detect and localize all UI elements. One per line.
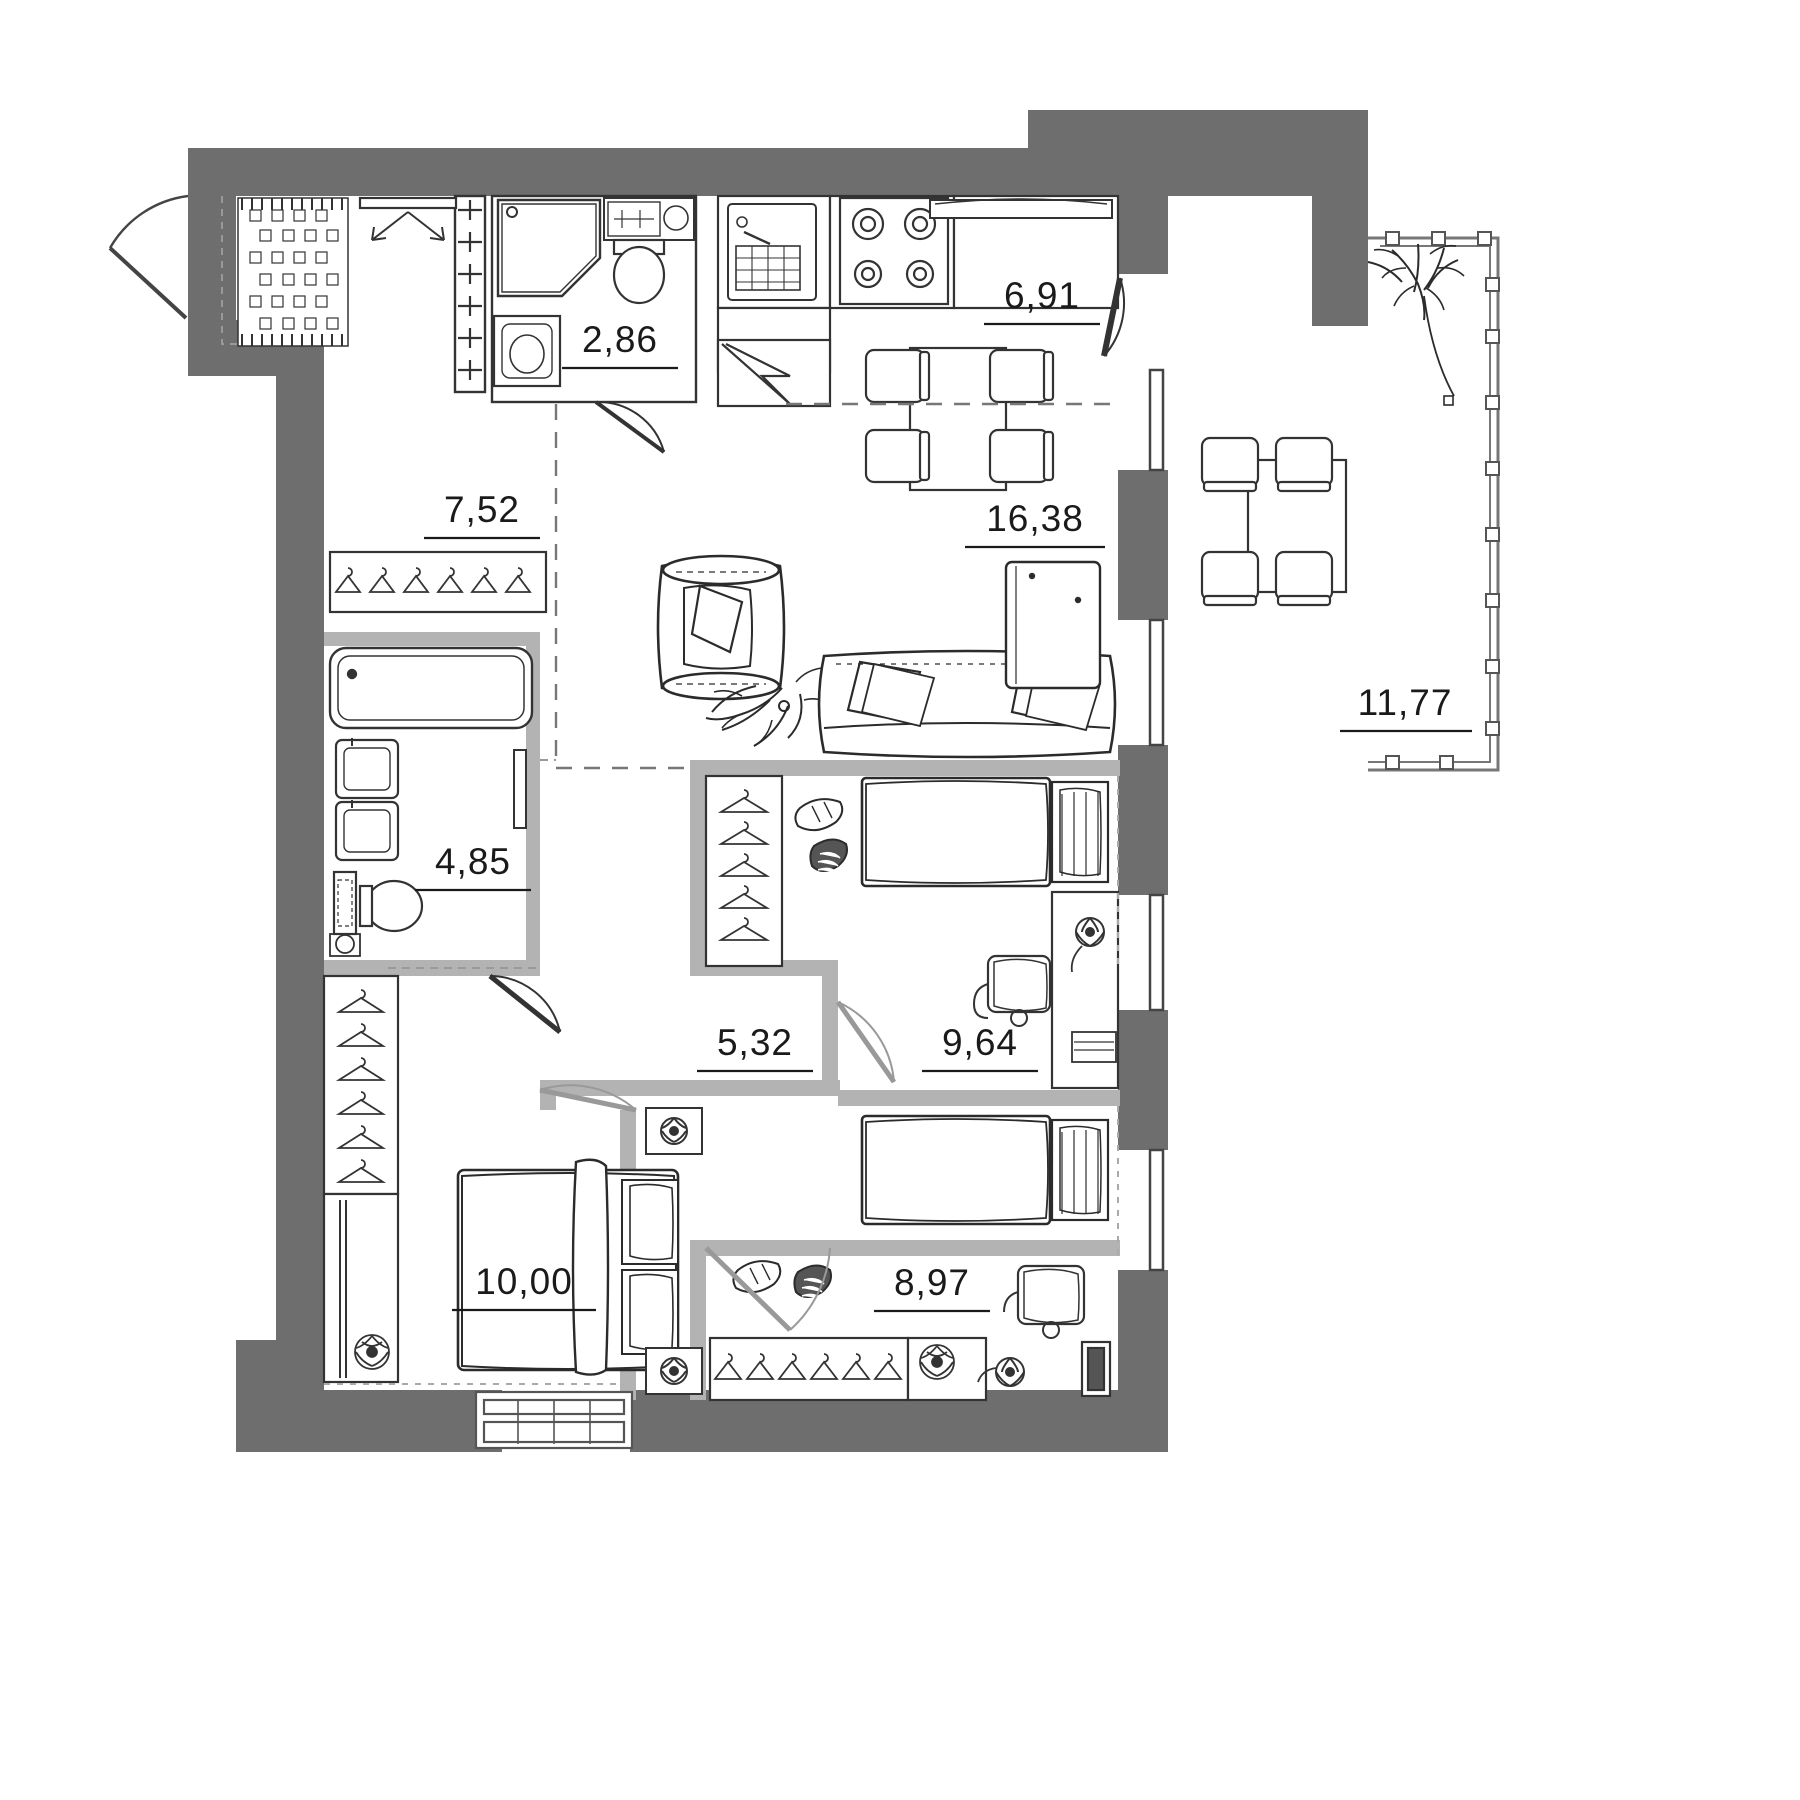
window-bedroom1 — [1148, 893, 1165, 1012]
area-label-bedroom1: 9,64 — [922, 1022, 1038, 1073]
area-value-living: 16,38 — [986, 498, 1084, 539]
entrance-door[interactable] — [108, 194, 189, 320]
range-hood — [929, 198, 1113, 219]
kitchen-sink — [727, 203, 817, 301]
terrace-chair — [1274, 436, 1334, 493]
bedroom1-closet — [704, 774, 784, 968]
terrace-door[interactable] — [1101, 277, 1125, 357]
master-wardrobe — [322, 974, 400, 1384]
dining-chairs — [864, 348, 1055, 484]
windows-right — [1148, 368, 1165, 1272]
bathroom-door[interactable] — [488, 974, 562, 1034]
wc-room — [453, 194, 698, 404]
area-label-masterbed: 10,00 — [452, 1261, 596, 1312]
area-value-masterbed: 10,00 — [475, 1261, 573, 1302]
slippers-bedroom1 — [794, 798, 848, 873]
area-value-bedroom2: 8,97 — [894, 1262, 970, 1303]
wardrobe-plant — [354, 1334, 390, 1370]
washing-machine — [492, 314, 562, 388]
window-bedroom1-upper — [1148, 618, 1165, 747]
entrance-rug — [237, 197, 349, 347]
toilet-bathroom — [329, 870, 424, 957]
area-labels: 2,86 7,52 6,91 16,38 11,77 4,85 5,32 — [415, 275, 1472, 1313]
double-sink — [334, 738, 400, 862]
zone-divider — [554, 402, 1118, 770]
area-label-terrace: 11,77 — [1340, 682, 1472, 733]
shower-cabin — [496, 198, 602, 298]
area-label-kitchen: 6,91 — [984, 275, 1100, 326]
masterbed-door[interactable] — [539, 1084, 637, 1113]
bathroom-threshold — [388, 759, 556, 969]
refrigerator — [716, 306, 832, 408]
tv-cabinet — [1004, 560, 1102, 690]
area-value-wc: 2,86 — [582, 319, 658, 360]
wall-mirror — [358, 196, 458, 241]
area-value-terrace: 11,77 — [1358, 682, 1453, 723]
area-label-hall: 7,52 — [424, 489, 540, 540]
terrace-chair — [1200, 436, 1260, 493]
area-value-bedroom1: 9,64 — [942, 1022, 1018, 1063]
area-label-bathroom: 4,85 — [415, 841, 531, 892]
bedroom2-plant — [919, 1344, 955, 1380]
area-value-bathroom: 4,85 — [435, 841, 511, 882]
wc-wall-hatch — [458, 200, 482, 380]
bedroom2-door[interactable] — [704, 1246, 831, 1332]
desk-bedroom1 — [1050, 890, 1120, 1090]
floor-lamp-bedroom1 — [1070, 917, 1105, 973]
dining-chair — [988, 348, 1055, 404]
bedroom1-door[interactable] — [835, 1000, 897, 1084]
area-value-kitchen: 6,91 — [1004, 275, 1080, 316]
hall-wardrobe — [328, 550, 548, 614]
area-value-corridor: 5,32 — [717, 1022, 793, 1063]
area-label-living: 16,38 — [965, 498, 1105, 549]
dining-chair — [988, 428, 1055, 484]
nightstand — [645, 1107, 703, 1155]
area-label-corridor: 5,32 — [697, 1022, 813, 1073]
dining-chair — [864, 428, 931, 484]
toilet-wc — [612, 238, 666, 305]
terrace-plant — [1367, 243, 1465, 406]
bedroom2-lamp — [977, 1357, 1025, 1387]
terrace-railing — [1385, 231, 1500, 770]
terrace-chairs — [1200, 436, 1334, 607]
terrace-chair — [1200, 550, 1260, 607]
bedroom2-tv — [1080, 1340, 1112, 1398]
wc-door[interactable] — [594, 400, 666, 454]
bedroom-zone-dashes — [324, 776, 1119, 1385]
desk-chair-bedroom2 — [1003, 1264, 1086, 1339]
structural-walls — [188, 110, 1368, 1452]
window-masterbed — [474, 1390, 634, 1450]
nightstand — [645, 1347, 703, 1395]
armchair — [656, 554, 786, 701]
area-label-wc: 2,86 — [562, 319, 678, 370]
dining-chair — [864, 348, 931, 404]
towel-radiator — [513, 749, 527, 829]
double-bed — [456, 1158, 680, 1376]
potted-plant-living — [705, 667, 831, 747]
window-living — [1148, 368, 1165, 472]
single-bed-bedroom1 — [860, 776, 1110, 888]
window-bedroom2 — [1148, 1148, 1165, 1272]
desk-chair-bedroom1 — [972, 954, 1052, 1027]
single-bed-bedroom2 — [860, 1114, 1110, 1226]
terrace-chair — [1274, 550, 1334, 607]
vanity-sink — [603, 197, 695, 241]
area-label-bedroom2: 8,97 — [874, 1262, 990, 1313]
bathtub — [328, 646, 534, 730]
area-value-hall: 7,52 — [444, 489, 520, 530]
